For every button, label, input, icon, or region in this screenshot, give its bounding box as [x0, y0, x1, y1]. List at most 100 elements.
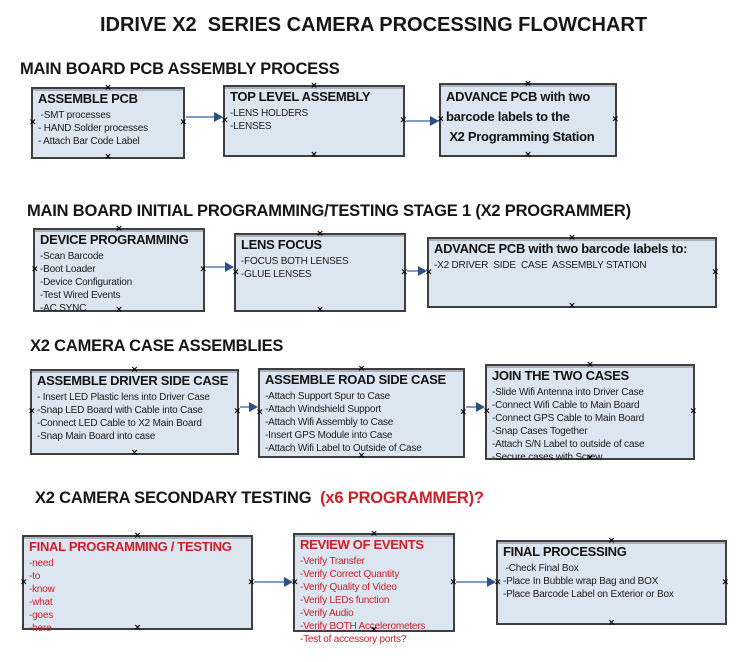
box-title: REVIEW OF EVENTS	[300, 537, 424, 552]
connection-handle-icon[interactable]: ×	[449, 577, 457, 587]
connection-handle-icon[interactable]: ×	[310, 150, 318, 160]
connection-handle-icon[interactable]: ×	[291, 577, 299, 587]
connection-handle-icon[interactable]: ×	[721, 577, 729, 587]
flow-arrow[interactable]	[254, 577, 293, 587]
connection-handle-icon[interactable]: ×	[115, 305, 123, 315]
box-item: -Snap Main Board into case	[37, 430, 156, 442]
flow-box-lens-focus[interactable]: LENS FOCUS -FOCUS BOTH LENSES-GLUE LENSE…	[232, 229, 408, 315]
box-item: -Attach S/N Label to outside of case	[492, 438, 645, 450]
connection-handle-icon[interactable]: ×	[586, 360, 594, 370]
flow-box-advance-pcb-case-assembly[interactable]: ADVANCE PCB with two barcode labels to: …	[425, 233, 719, 311]
box-item: -Verify Audio	[300, 607, 354, 619]
connection-handle-icon[interactable]: ×	[247, 577, 255, 587]
connection-handle-icon[interactable]: ×	[232, 267, 240, 277]
box-item-list: -LENS HOLDERS-LENSES	[230, 107, 403, 133]
flow-arrow[interactable]	[240, 402, 258, 412]
connection-handle-icon[interactable]: ×	[689, 406, 697, 417]
flow-box-final-programming-testing[interactable]: FINAL PROGRAMMING / TESTING -need-to-kno…	[20, 531, 255, 634]
connection-handle-icon[interactable]: ×	[31, 264, 39, 275]
box-item: -Insert GPS Module into Case	[265, 429, 393, 441]
arrow-line	[456, 581, 492, 583]
connection-handle-icon[interactable]: ×	[483, 406, 491, 417]
flow-box-join-the-two-cases[interactable]: JOIN THE TWO CASES -Slide Wifi Antenna i…	[483, 360, 697, 463]
arrow-line	[206, 266, 230, 268]
connection-handle-icon[interactable]: ×	[357, 451, 366, 461]
connection-handle-icon[interactable]: ×	[179, 117, 187, 128]
flow-arrow[interactable]	[206, 262, 234, 272]
connection-handle-icon[interactable]: ×	[233, 406, 241, 417]
arrow-line	[186, 116, 219, 118]
box-item: -Verify Correct Quantity	[300, 568, 400, 580]
connection-handle-icon[interactable]: ×	[130, 448, 139, 458]
flow-box-assemble-pcb[interactable]: ASSEMBLE PCB -SMT processes- HAND Solder…	[29, 83, 187, 162]
flow-box-review-of-events[interactable]: REVIEW OF EVENTS -Verify Transfer-Verify…	[291, 529, 457, 645]
connection-handle-icon[interactable]: ×	[130, 365, 139, 375]
flow-arrow[interactable]	[186, 112, 223, 122]
box-item: -Snap Cases Together	[492, 425, 588, 437]
connection-handle-icon[interactable]: ×	[370, 529, 378, 539]
arrow-head-icon	[418, 266, 427, 276]
box-item: -Verify LEDs function	[300, 594, 390, 606]
box-item: -Place In Bubble wrap Bag and BOX	[503, 575, 659, 587]
connection-handle-icon[interactable]: ×	[370, 625, 378, 635]
connection-handle-icon[interactable]: ×	[425, 267, 433, 277]
box-item: -Boot Loader	[40, 263, 96, 275]
connection-handle-icon[interactable]: ×	[586, 453, 594, 463]
box-item: -GLUE LENSES	[241, 268, 312, 280]
flow-arrow[interactable]	[406, 116, 439, 126]
connection-handle-icon[interactable]: ×	[400, 267, 408, 277]
box-item: -Test Wired Events	[40, 289, 121, 301]
box-item: -Attach Support Spur to Case	[265, 390, 391, 402]
box-item: -Verify BOTH Accelerometers	[300, 620, 426, 632]
flow-arrow[interactable]	[407, 266, 427, 276]
connection-handle-icon[interactable]: ×	[611, 114, 619, 125]
arrow-line	[240, 406, 254, 408]
connection-handle-icon[interactable]: ×	[133, 623, 142, 633]
connection-handle-icon[interactable]: ×	[316, 229, 324, 239]
connection-handle-icon[interactable]: ×	[494, 577, 502, 587]
connection-handle-icon[interactable]: ×	[29, 117, 37, 128]
box-item: -AC SYNC	[40, 302, 87, 314]
connection-handle-icon[interactable]: ×	[607, 618, 616, 628]
box-item: -to	[29, 570, 41, 582]
connection-handle-icon[interactable]: ×	[20, 577, 28, 587]
box-item: -Snap LED Board with Cable into Case	[37, 404, 203, 416]
connection-handle-icon[interactable]: ×	[399, 115, 407, 126]
flow-box-assemble-driver-side-case[interactable]: ASSEMBLE DRIVER SIDE CASE - Insert LED P…	[28, 365, 241, 458]
connection-handle-icon[interactable]: ×	[437, 114, 445, 125]
connection-handle-icon[interactable]: ×	[256, 407, 264, 418]
connection-handle-icon[interactable]: ×	[524, 79, 532, 89]
box-item-list: -Scan Barcode-Boot Loader-Device Configu…	[40, 250, 203, 315]
connection-handle-icon[interactable]: ×	[115, 224, 123, 234]
box-title: LENS FOCUS	[241, 237, 322, 252]
connection-handle-icon[interactable]: ×	[524, 150, 532, 160]
box-item: -Connect GPS Cable to Main Board	[492, 412, 645, 424]
box-item: -Device Configuration	[40, 276, 132, 288]
connection-handle-icon[interactable]: ×	[199, 264, 207, 275]
connection-handle-icon[interactable]: ×	[221, 115, 229, 126]
connection-handle-icon[interactable]: ×	[310, 81, 318, 91]
flow-box-assemble-road-side-case[interactable]: ASSEMBLE ROAD SIDE CASE -Attach Support …	[256, 364, 467, 461]
connection-handle-icon[interactable]: ×	[711, 267, 719, 277]
arrow-line	[407, 270, 423, 272]
connection-handle-icon[interactable]: ×	[568, 233, 576, 243]
connection-handle-icon[interactable]: ×	[104, 152, 112, 162]
connection-handle-icon[interactable]: ×	[568, 301, 576, 311]
flow-box-advance-pcb-programming-station[interactable]: ADVANCE PCB with two barcode labels to t…	[437, 79, 619, 160]
flow-box-top-level-assembly[interactable]: TOP LEVEL ASSEMBLY -LENS HOLDERS-LENSES …	[221, 81, 407, 160]
connection-handle-icon[interactable]: ×	[104, 83, 112, 93]
box-title: ASSEMBLE ROAD SIDE CASE	[265, 372, 446, 387]
flow-arrow[interactable]	[466, 402, 485, 412]
heading-black-part: X2 CAMERA SECONDARY TESTING	[35, 489, 321, 507]
connection-handle-icon[interactable]: ×	[459, 407, 467, 418]
flow-box-final-processing[interactable]: FINAL PROCESSING -Check Final Box-Place …	[494, 536, 729, 628]
box-item-list: -need-to-know-what-goes-here	[29, 557, 251, 635]
connection-handle-icon[interactable]: ×	[607, 536, 616, 546]
flow-arrow[interactable]	[456, 577, 496, 587]
connection-handle-icon[interactable]: ×	[316, 305, 324, 315]
box-title: ASSEMBLE PCB	[38, 91, 138, 106]
connection-handle-icon[interactable]: ×	[357, 364, 366, 374]
connection-handle-icon[interactable]: ×	[28, 406, 36, 417]
flow-box-device-programming[interactable]: DEVICE PROGRAMMING -Scan Barcode-Boot Lo…	[31, 224, 207, 315]
connection-handle-icon[interactable]: ×	[133, 531, 142, 541]
